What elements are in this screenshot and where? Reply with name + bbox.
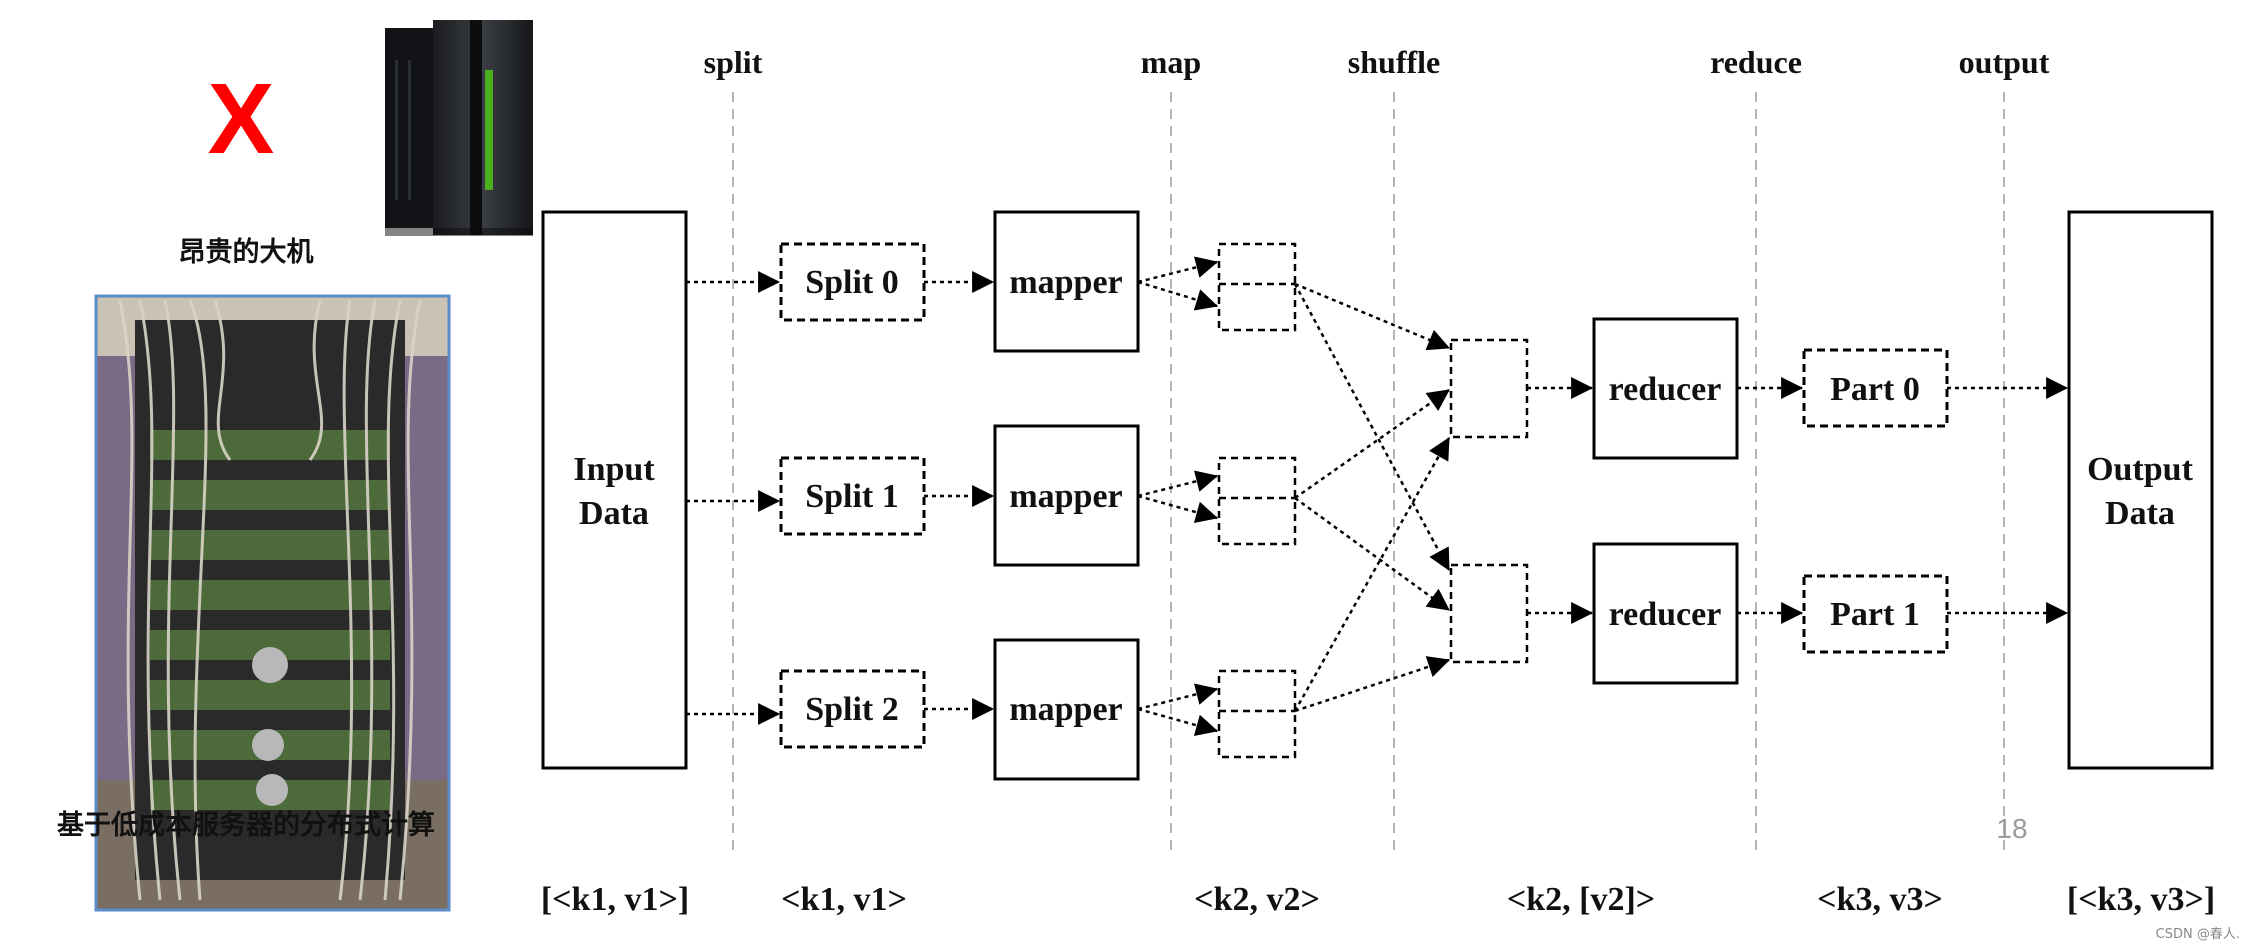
reducer-1-box [1592,542,1739,685]
output-data-label-2: Data [2105,495,2175,532]
mapper-0-label: mapper [1009,264,1122,301]
part-1-box [1802,574,1949,654]
map-output-2-box [1217,669,1297,759]
mapper-1-label: mapper [1009,478,1122,515]
split-2-label: Split 2 [805,691,899,728]
kv-label-input: [<k1, v1>] [541,881,689,918]
kv-label-reduce: <k3, v3> [1817,881,1943,918]
stage-label-split: split [704,44,763,80]
input-data-box [541,210,688,770]
output-data-box [2067,210,2214,770]
split-1-box [779,456,926,536]
kv-label-map: <k2, v2> [1194,881,1320,918]
reducer-0-box [1592,317,1739,460]
stage-label-shuffle: shuffle [1348,44,1440,80]
page-number: 18 [1996,813,2027,844]
kv-label-shuffle: <k2, [v2]> [1507,881,1655,918]
split-0-box [779,242,926,322]
watermark: CSDN @春人. [2156,927,2240,942]
arrow-mapper1-out-a [1137,470,1219,498]
flow-arrows [686,256,2069,736]
part-1-label: Part 1 [1830,596,1920,633]
part-0-box [1802,348,1949,428]
shuffle-group-0-box [1449,338,1529,439]
arrow-shuffle-1-1 [1294,496,1450,612]
kv-label-split: <k1, v1> [781,881,907,918]
mapper-2-label: mapper [1009,691,1122,728]
stage-dividers [732,92,2005,852]
arrow-mapper1-out-b [1137,494,1219,523]
mainframe-caption: 昂贵的大机 [179,236,314,268]
input-data-label-1: Input [573,451,655,488]
mapper-1-box [993,424,1140,567]
arrow-shuffle-0-1 [1293,283,1451,571]
cluster-caption: 基于低成本服务器的分布式计算 [57,809,435,841]
reducer-0-label: reducer [1609,371,1722,408]
mapper-0-box [993,210,1140,353]
arrow-shuffle-2-0 [1293,437,1451,712]
split-0-label: Split 0 [805,264,899,301]
arrow-mapper2-out-b [1137,707,1219,736]
split-2-box [779,669,926,749]
arrow-mapper2-out-a [1137,683,1219,711]
arrow-mapper0-out-b [1137,280,1219,311]
mainframe-image [385,20,533,236]
x-mark: X [208,63,275,175]
stage-label-map: map [1141,44,1201,80]
arrow-shuffle-1-0 [1294,388,1450,500]
part-0-label: Part 0 [1830,371,1920,408]
split-1-label: Split 1 [805,478,899,515]
kv-label-output: [<k3, v3>] [2067,881,2215,918]
arrow-shuffle-2-1 [1294,656,1451,713]
arrow-mapper0-out-a [1137,256,1219,284]
reducer-1-label: reducer [1609,596,1722,633]
map-output-1-box [1217,456,1297,546]
stage-label-output: output [1959,44,2050,80]
map-output-0-box [1217,242,1297,332]
shuffle-group-1-box [1449,563,1529,664]
stage-label-reduce: reduce [1710,44,1802,80]
input-data-label-2: Data [579,495,649,532]
output-data-label-1: Output [2087,451,2193,488]
arrow-shuffle-0-0 [1294,282,1451,351]
server-cluster-image [94,294,451,912]
